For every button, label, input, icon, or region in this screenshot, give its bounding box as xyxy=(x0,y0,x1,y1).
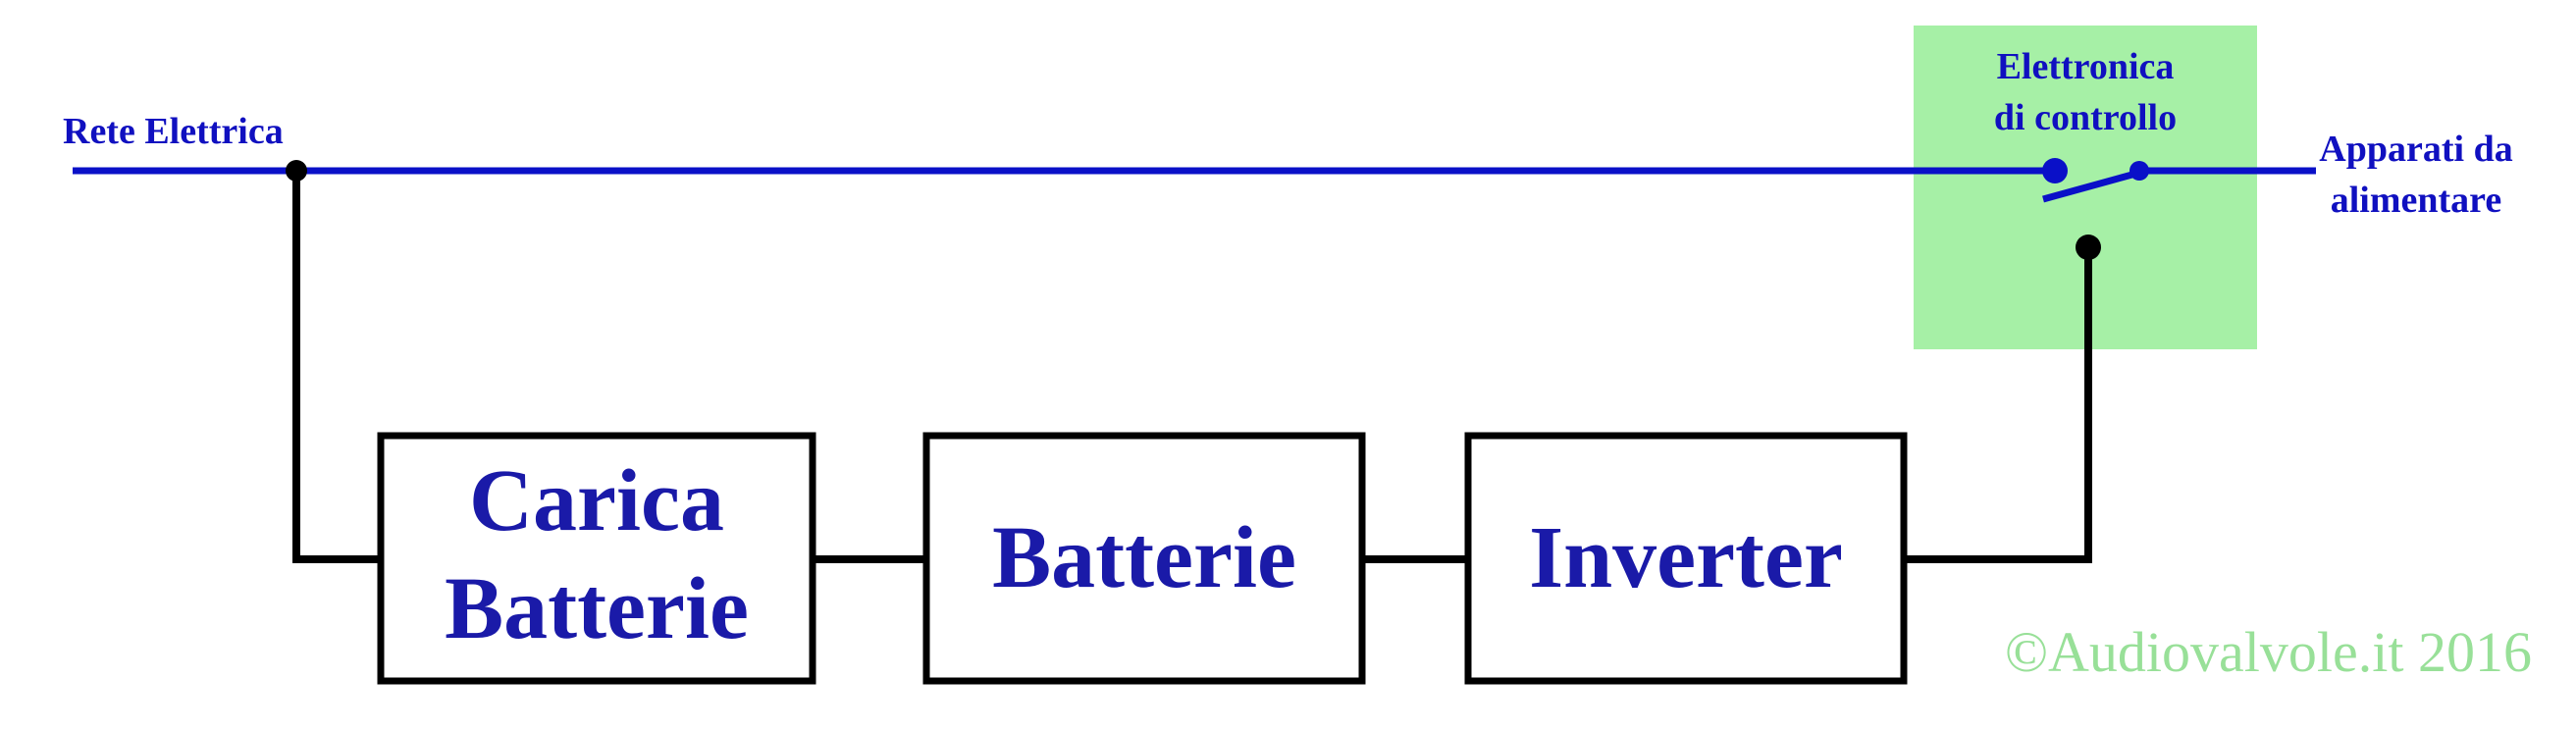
switch-contact-mains-dot xyxy=(2042,158,2068,183)
inverter-block xyxy=(1464,432,1908,685)
batteries-block xyxy=(922,432,1366,685)
wiring xyxy=(292,171,2092,563)
control-electronics-label-line2: di controllo xyxy=(1994,97,2177,138)
changeover-switch-blade xyxy=(2042,169,2140,203)
control-electronics-label-line1: Elettronica xyxy=(1997,46,2175,87)
inverter-label: Inverter xyxy=(1529,509,1843,606)
battery-charger-label-line1: Carica xyxy=(469,452,724,549)
wire-mains-to-charger xyxy=(292,171,381,563)
wire-inverter-to-switch xyxy=(1904,247,2092,563)
battery-charger-label-line2: Batterie xyxy=(445,560,749,657)
switch-contact-load-dot xyxy=(2129,161,2149,181)
batteries-label: Batterie xyxy=(992,509,1296,606)
switch-contact-inverter-dot xyxy=(2076,235,2101,260)
load-label-line2: alimentare xyxy=(2331,180,2501,221)
battery-charger-block xyxy=(377,432,816,685)
grid-label: Rete Elettrica xyxy=(63,111,284,152)
load-label-line1: Apparati da xyxy=(2319,129,2512,170)
copyright-label: ©Audiovalvole.it 2016 xyxy=(2005,620,2532,684)
mains-junction-dot xyxy=(286,160,307,182)
